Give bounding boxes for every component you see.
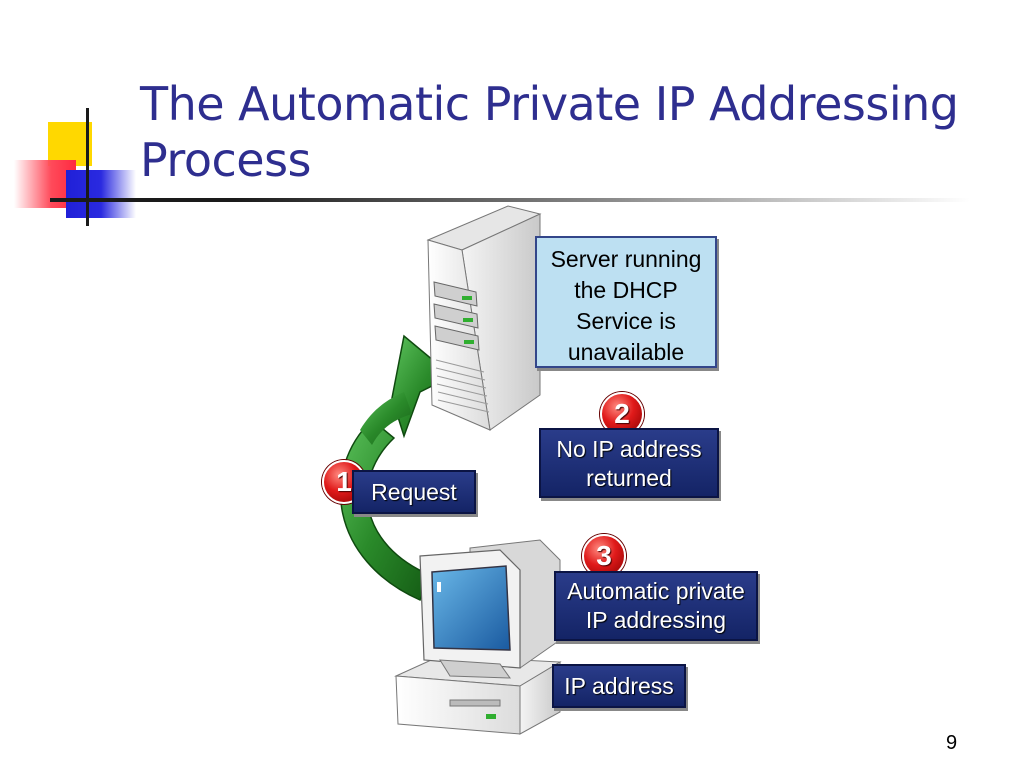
deco-yellow-square xyxy=(48,122,92,166)
ip-address-label: IP address xyxy=(552,664,686,708)
step-1-label: Request xyxy=(352,470,476,514)
server-status-label: Server running the DHCP Service is unava… xyxy=(535,236,717,368)
client-computer xyxy=(394,539,562,735)
page-number: 9 xyxy=(946,732,958,754)
page-title: The Automatic Private IP Addressing Proc… xyxy=(140,77,959,187)
step-3-text: Automatic private IP addressing xyxy=(567,578,745,633)
step-2-text: No IP address returned xyxy=(556,436,702,491)
server-status-text: Server running the DHCP Service is unava… xyxy=(550,246,702,365)
step-2-label: No IP address returned xyxy=(539,428,719,498)
step-3-label: Automatic private IP addressing xyxy=(554,571,758,641)
step-1-text: Request xyxy=(371,479,457,505)
step-3-badge: 3 xyxy=(582,534,626,578)
request-arrow xyxy=(339,334,454,602)
deco-blue-square xyxy=(66,170,136,218)
ip-address-text: IP address xyxy=(564,673,674,699)
server-tower xyxy=(426,205,542,431)
deco-vertical-line xyxy=(86,108,89,226)
title-rule xyxy=(50,198,970,202)
